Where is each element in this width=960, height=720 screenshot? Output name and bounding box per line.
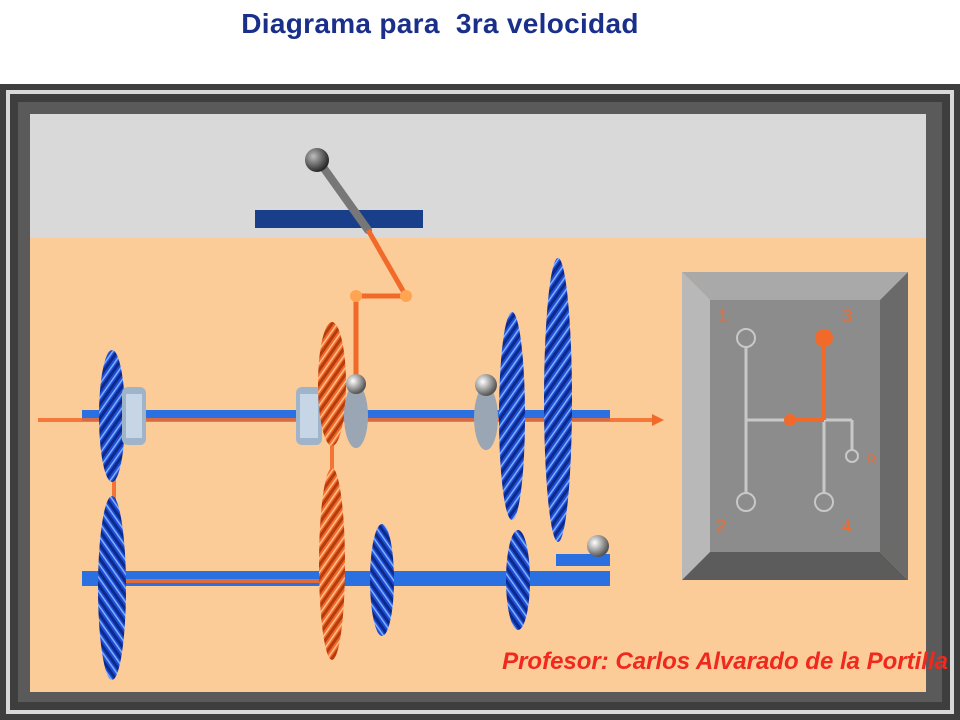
gate-label-2: 2 bbox=[716, 516, 726, 536]
gate-label-r: R bbox=[866, 451, 876, 467]
second-gear bbox=[499, 312, 525, 520]
reverse-idler bbox=[556, 535, 610, 566]
gate-label-1: 1 bbox=[718, 306, 728, 326]
gearbox-diagram: 1 3 2 4 R bbox=[0, 84, 960, 720]
countershaft bbox=[82, 571, 610, 586]
third-gear-synchro bbox=[296, 322, 368, 660]
first-gear bbox=[544, 258, 572, 542]
gearbox-top-panel bbox=[30, 114, 926, 238]
page-title: Diagrama para 3ra velocidad bbox=[241, 8, 639, 39]
countershaft-drive-gear bbox=[98, 496, 126, 680]
third-gear-counter bbox=[319, 468, 345, 660]
gearbox-diagram-frame: 1 3 2 4 R bbox=[0, 84, 960, 720]
gear-lever bbox=[255, 148, 423, 384]
counter-gear-1 bbox=[506, 530, 530, 630]
gate-label-3: 3 bbox=[842, 306, 852, 326]
gate-label-4: 4 bbox=[842, 516, 852, 536]
shift-pattern-plate: 1 3 2 4 R bbox=[682, 272, 908, 580]
counter-gear-2 bbox=[370, 524, 394, 636]
author-credit: Profesor: Carlos Alvarado de la Portilla bbox=[502, 648, 948, 675]
selected-gear-knob bbox=[815, 329, 833, 347]
input-gear bbox=[99, 350, 146, 482]
synchro-hub-2 bbox=[474, 374, 498, 450]
